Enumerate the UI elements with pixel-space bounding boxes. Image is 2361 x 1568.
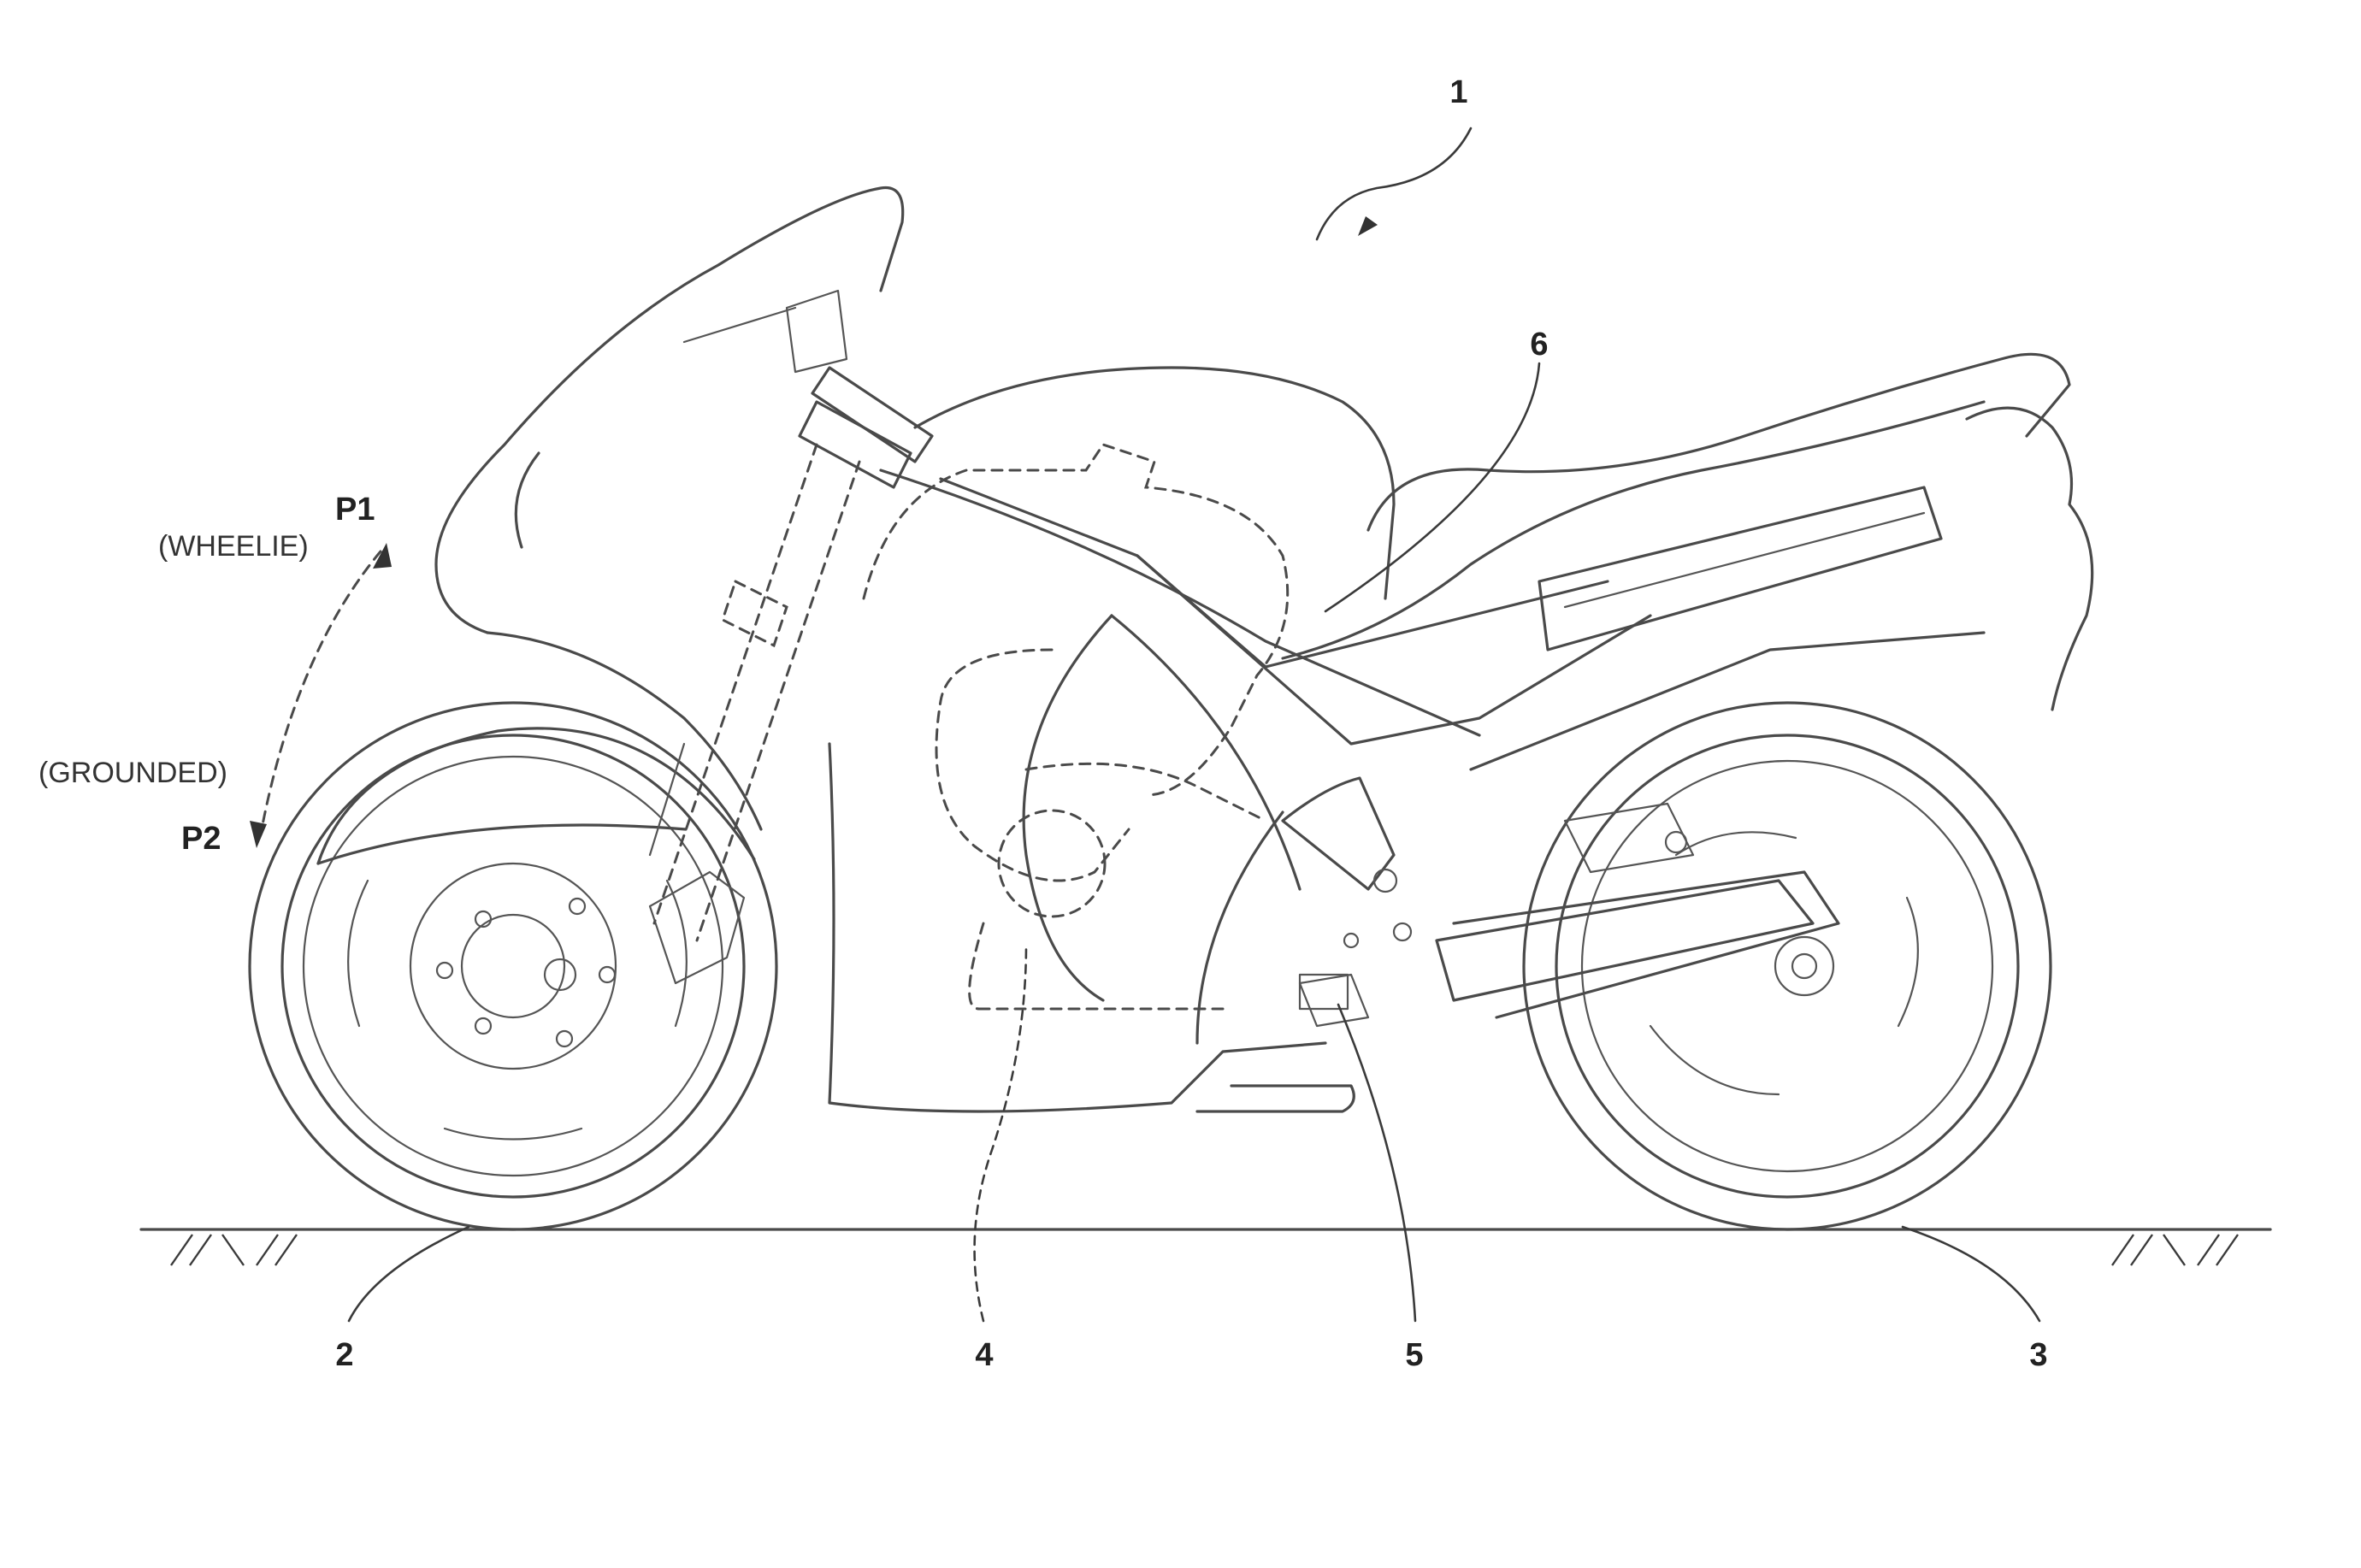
ref-label-3: 3: [2029, 1337, 2047, 1373]
ref-label-5: 5: [1405, 1337, 1423, 1373]
front-fairing: [318, 188, 903, 864]
leader-1-arrowhead: [1358, 216, 1378, 236]
tank-and-frame: [881, 368, 1650, 1000]
seat-and-tail: [1283, 354, 2092, 769]
ref-label-1: 1: [1449, 74, 1467, 110]
p2-label: P2: [181, 821, 221, 857]
pitch-direction-arrow: [250, 543, 392, 848]
rear-wheel: [1524, 703, 2051, 1229]
grounded-label: (GROUNDED): [38, 757, 227, 789]
ground-hatch-left: [171, 1235, 297, 1265]
p1-label: P1: [335, 492, 375, 528]
ref-label-2: 2: [335, 1337, 353, 1373]
leader-5: [1338, 1005, 1415, 1321]
swingarm-and-pivot: [1283, 778, 1839, 1026]
ref-label-6: 6: [1530, 327, 1548, 363]
engine: [864, 445, 1288, 1009]
wheelie-label: (WHEELIE): [158, 530, 309, 563]
leader-1: [1317, 128, 1471, 239]
front-fork: [650, 368, 932, 940]
leader-3: [1903, 1227, 2039, 1321]
leader-2: [349, 1227, 469, 1321]
ground-hatch-right: [2112, 1235, 2238, 1265]
arrow-down-head: [250, 821, 267, 848]
ref-label-4: 4: [975, 1337, 993, 1373]
lower-fairing: [829, 744, 1354, 1111]
front-wheel: [250, 703, 776, 1229]
leader-6: [1325, 363, 1539, 611]
leader-4: [975, 945, 1026, 1321]
